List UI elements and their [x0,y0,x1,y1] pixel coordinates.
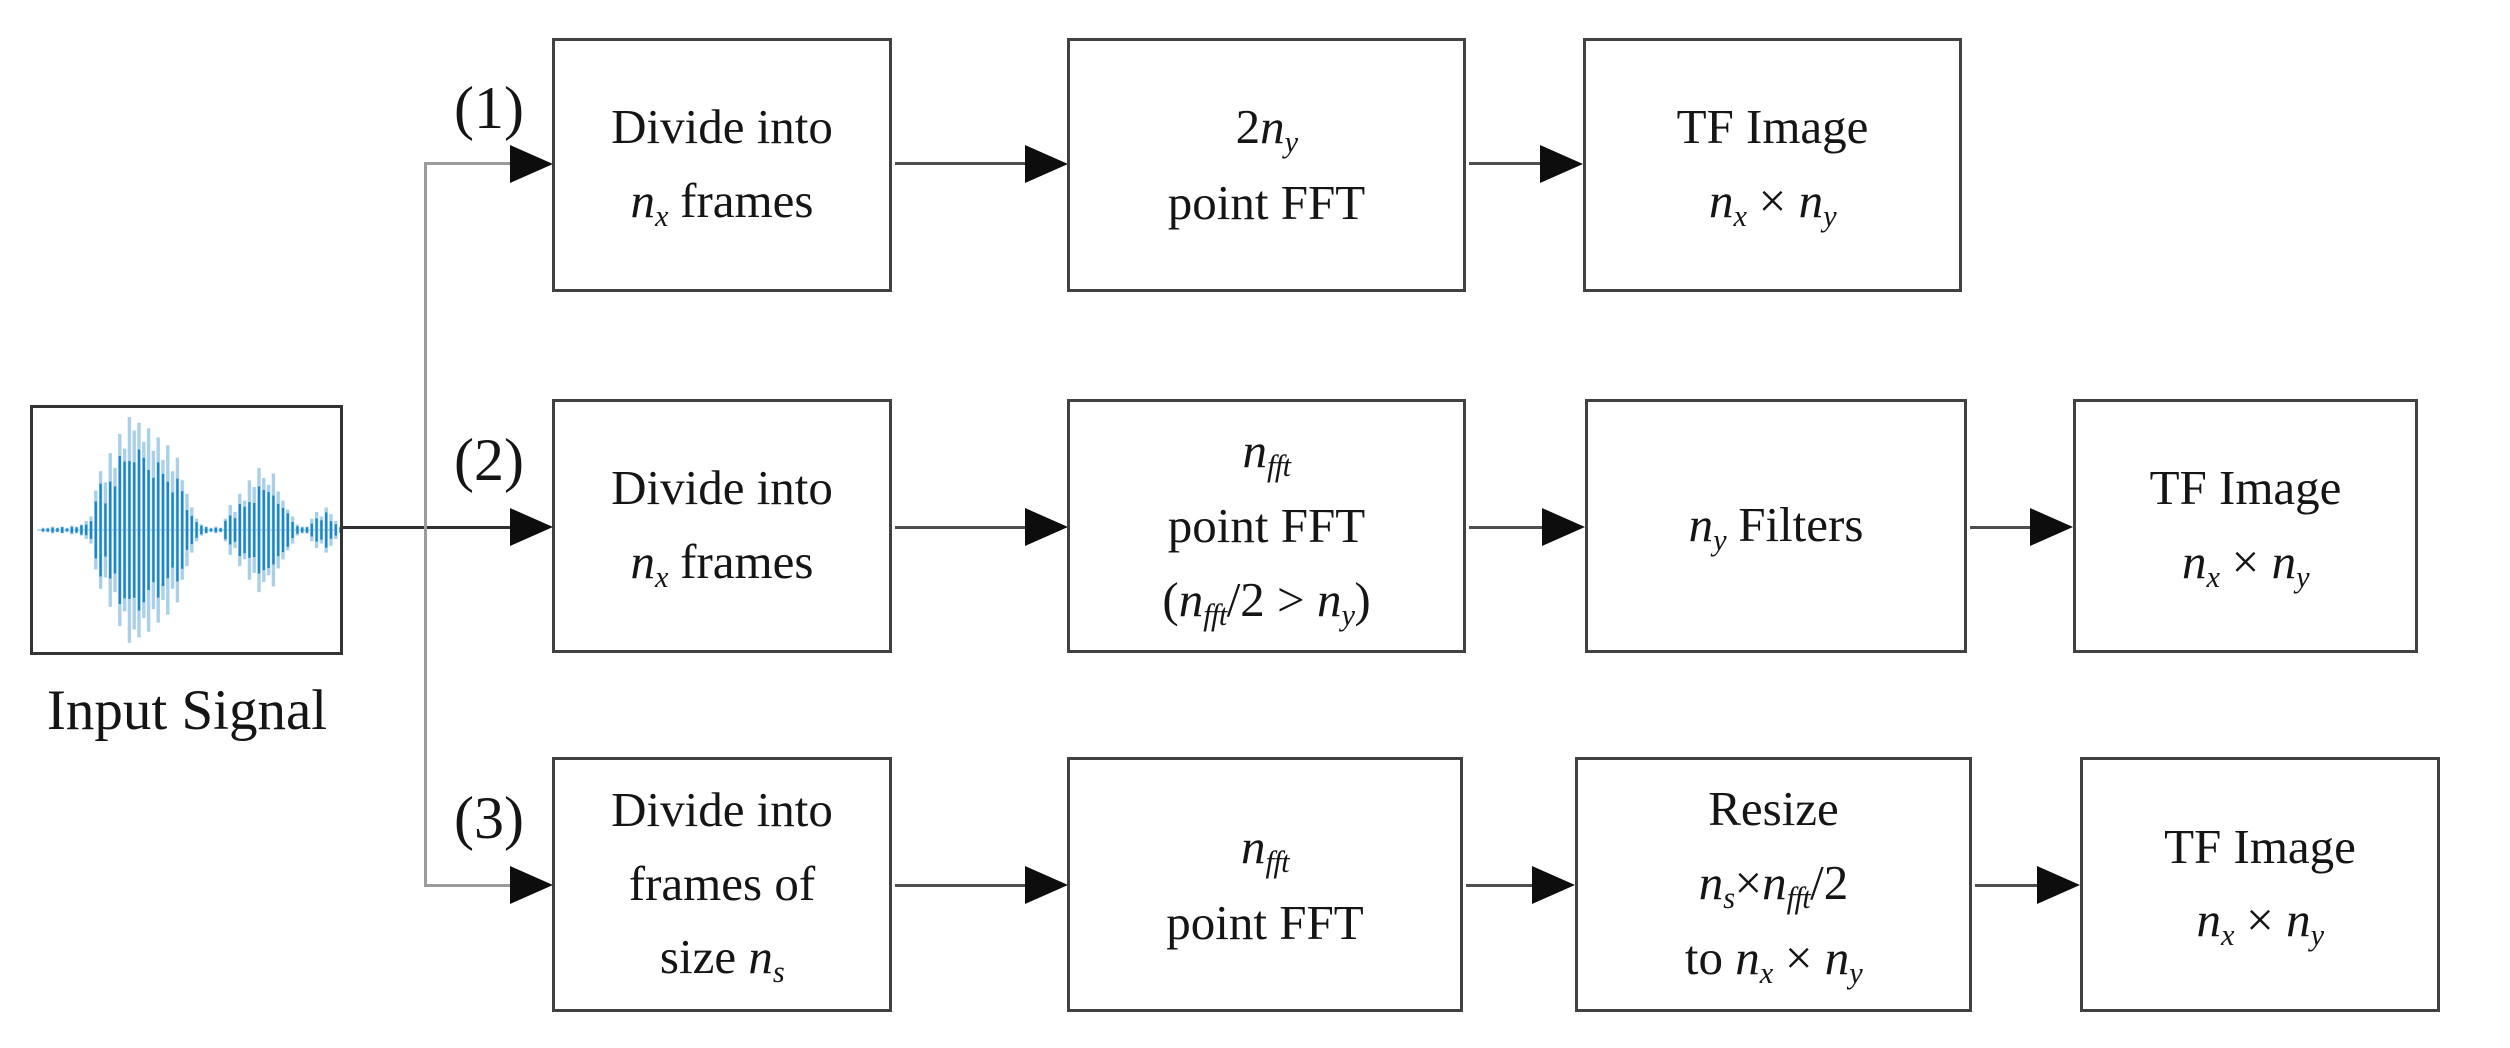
branch-label-1: (1) [454,75,524,141]
connector-input-line [343,526,513,529]
arrowhead-row3-a-b [1025,866,1068,904]
connector-row1-a-b [895,162,1027,165]
branch-label-2: (2) [454,427,524,493]
connector-row3-b-c [1466,884,1536,887]
connector-row3-c-d [1975,884,2040,887]
connector-row1-b-c [1469,162,1543,165]
arrowhead-row2-a-b [1025,508,1068,546]
arrowhead-row1-b-c [1540,145,1583,183]
connector-row2-a-b [895,526,1027,529]
input-signal-label: Input Signal [46,679,328,742]
connector-branch-vertical [424,163,427,887]
arrowhead-row2-c-d [2030,508,2073,546]
arrowhead-row3-c-d [2037,866,2080,904]
connector-branch1-line [424,162,512,165]
arrowhead-row1-in [510,145,553,183]
arrowhead-row2-b-c [1542,508,1585,546]
branch-label-3: (3) [454,785,524,851]
input-signal-box [30,405,348,655]
arrowhead-row2-in [510,508,553,546]
waveform-icon [37,417,348,643]
arrowhead-row3-in [510,866,553,904]
box-row2-ny-filters: ny Filters [1585,399,1967,653]
arrowhead-row1-a-b [1025,145,1068,183]
connector-row3-a-b [895,884,1027,887]
connector-row2-c-d [1970,526,2033,529]
arrowhead-row3-b-c [1532,866,1575,904]
connector-branch3-line [424,884,512,887]
connector-row2-b-c [1469,526,1545,529]
